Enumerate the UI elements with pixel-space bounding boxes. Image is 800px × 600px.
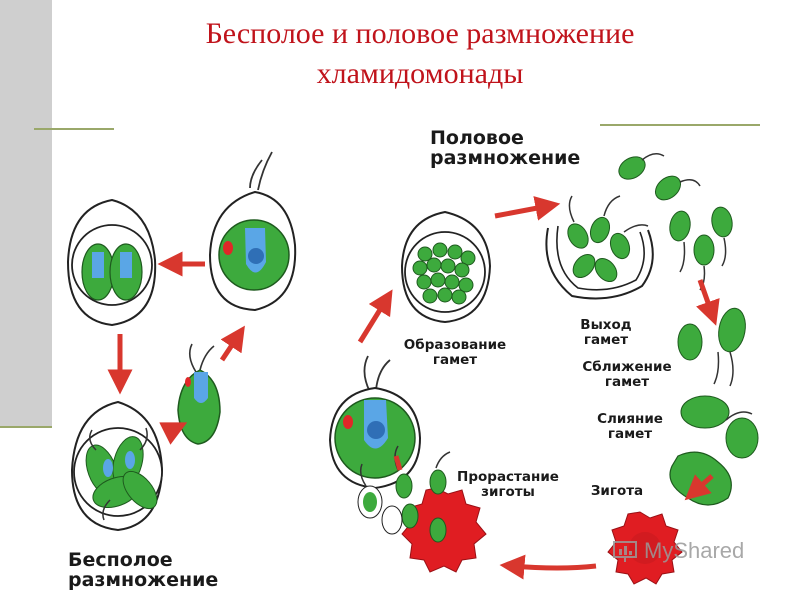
label-gamete-approach-line-2: гамет <box>604 374 650 390</box>
arrow-sexual-6 <box>393 455 403 471</box>
arrow-asexual-3 <box>159 422 188 445</box>
decor-line-left <box>34 128 114 130</box>
title-line-2: хламидомонады <box>316 57 524 90</box>
label-zygote: Зигота <box>582 484 652 499</box>
label-gamete-approach-line-1: Сближение <box>582 359 672 375</box>
label-gamete-exit-line-2: гамет <box>583 332 629 348</box>
slide-title: Бесполое и половое размножение хламидомо… <box>80 14 760 94</box>
arrow-sexual-5 <box>357 289 393 344</box>
label-zygote-germination-line-1: Прорастание <box>457 469 559 485</box>
label-zygote-germination-line-2: зиготы <box>481 484 535 500</box>
label-asexual-line-1: Бесполое <box>68 549 173 571</box>
asexual-cell-dividing <box>66 198 157 327</box>
presentation-icon <box>613 541 637 562</box>
label-sexual-line-2: размножение <box>430 147 581 169</box>
decor-line-right <box>600 124 760 126</box>
arrow-sexual-4 <box>499 554 597 580</box>
label-asexual-reproduction: Бесполое размножение <box>68 550 218 590</box>
left-decor-bar <box>0 0 52 428</box>
gamete-fusion-pair <box>680 395 759 459</box>
label-gamete-approach: Сближение гамет <box>572 360 682 390</box>
sexual-cell-gamete-formation <box>400 210 492 324</box>
arrow-sexual-2 <box>696 279 720 326</box>
asexual-zoospore-free <box>177 343 221 445</box>
arrow-sexual-1 <box>494 196 561 221</box>
label-gamete-fusion: Слияние гамет <box>590 412 670 442</box>
decor-line-bottom <box>0 426 52 428</box>
sexual-cell-gamete-exit <box>545 153 733 300</box>
label-sexual-line-1: Половое <box>430 127 524 149</box>
label-gamete-fusion-line-1: Слияние <box>597 411 663 427</box>
zygote-green <box>669 451 732 506</box>
label-gamete-exit-line-1: Выход <box>580 317 632 333</box>
label-zygote-germination: Прорастание зиготы <box>448 470 568 500</box>
watermark: MyShared <box>612 538 744 564</box>
label-asexual-line-2: размножение <box>68 569 219 591</box>
arrow-sexual-3 <box>684 474 714 501</box>
label-sexual-reproduction: Половое размножение <box>430 128 580 168</box>
label-gamete-formation-line-1: Образование <box>403 337 507 353</box>
label-gamete-exit: Выход гамет <box>566 318 646 348</box>
asexual-cell-zoospores <box>70 400 164 532</box>
label-gamete-fusion-line-2: гамет <box>607 426 653 442</box>
label-gamete-formation-line-2: гамет <box>432 352 478 368</box>
watermark-text: MyShared <box>644 538 745 563</box>
title-line-1: Бесполое и половое размножение <box>205 17 635 50</box>
sexual-cell-mature <box>328 355 422 490</box>
label-gamete-formation: Образование гамет <box>400 338 510 368</box>
label-zygote-text: Зигота <box>590 483 644 499</box>
arrow-asexual-4 <box>219 325 245 362</box>
gamete-approach-pair <box>677 307 746 387</box>
asexual-cell-parent <box>208 151 297 312</box>
